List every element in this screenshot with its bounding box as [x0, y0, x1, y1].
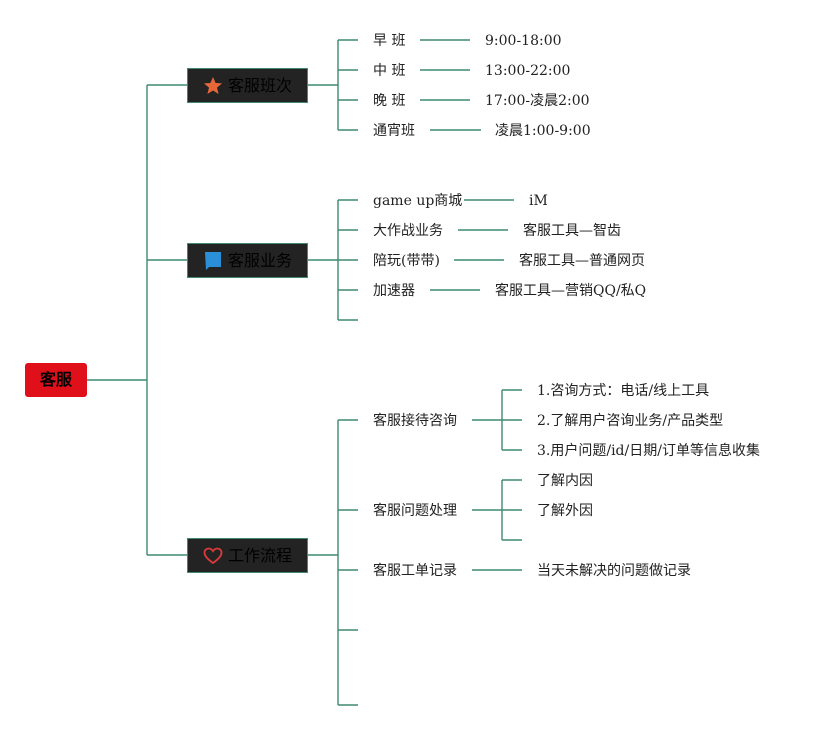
branch-label: 客服业务 [227, 250, 292, 270]
workflow-step: 客服问题处理 [373, 503, 457, 519]
heart-icon [203, 545, 223, 567]
root-node[interactable]: 客服 [25, 363, 87, 397]
business-tool: 客服工具—普通网页 [519, 253, 645, 269]
shift-name: 早 班 [373, 33, 406, 49]
workflow-detail: 3.用户问题/id/日期/订单等信息收集 [537, 443, 760, 459]
branch-shifts[interactable]: 客服班次 [187, 68, 308, 103]
workflow-detail: 当天未解决的问题做记录 [537, 563, 691, 579]
workflow-step: 客服工单记录 [373, 563, 457, 579]
flag-icon [203, 250, 223, 272]
business-tool: 客服工具—智齿 [523, 223, 621, 239]
workflow-detail: 2.了解用户咨询业务/产品类型 [537, 413, 724, 429]
branch-workflow[interactable]: 工作流程 [187, 538, 308, 573]
business-name: game up商城 [373, 193, 463, 209]
workflow-step: 客服接待咨询 [373, 413, 457, 429]
star-icon [203, 75, 223, 97]
business-name: 陪玩(带带) [373, 253, 440, 269]
workflow-detail: 1.咨询方式：电话/线上工具 [537, 383, 710, 399]
branch-label: 工作流程 [227, 545, 292, 565]
business-tool: 客服工具—营销QQ/私Q [495, 283, 647, 299]
workflow-detail: 了解内因 [537, 473, 593, 489]
shift-time: 凌晨1:00-9:00 [495, 123, 591, 139]
root-label: 客服 [39, 370, 72, 389]
shift-name: 通宵班 [373, 123, 415, 139]
shift-time: 9:00-18:00 [485, 33, 562, 49]
shift-name: 中 班 [373, 63, 406, 79]
business-tool: iM [529, 193, 548, 209]
branch-business[interactable]: 客服业务 [187, 243, 308, 278]
shift-time: 17:00-凌晨2:00 [485, 93, 590, 109]
shift-time: 13:00-22:00 [485, 63, 571, 79]
business-name: 加速器 [373, 283, 415, 299]
workflow-detail: 了解外因 [537, 503, 593, 519]
branch-label: 客服班次 [227, 75, 292, 95]
business-name: 大作战业务 [373, 223, 443, 239]
shift-name: 晚 班 [373, 93, 406, 109]
